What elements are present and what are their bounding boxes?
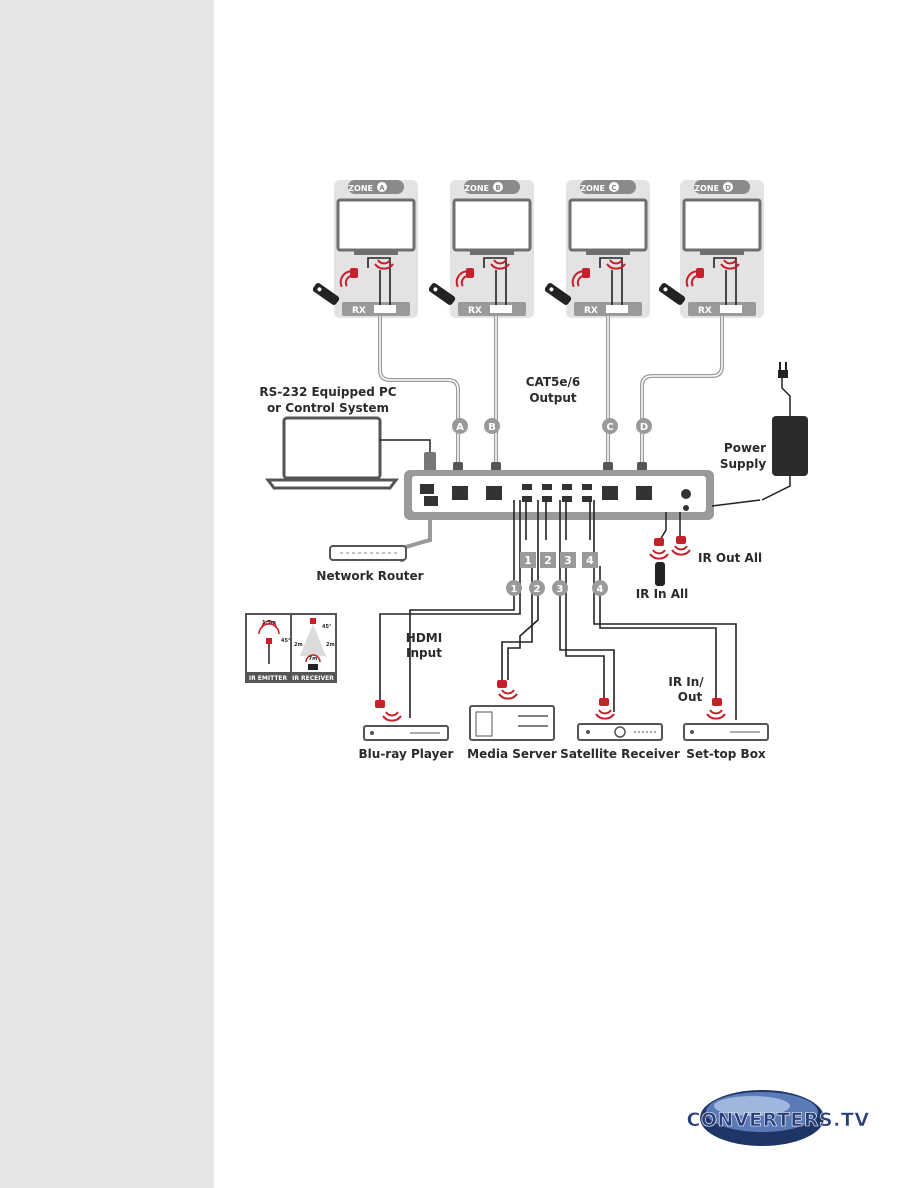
source-ir-emitters: [375, 680, 726, 722]
hdmi-input-blocks: [520, 552, 598, 568]
zone-letter: D: [725, 184, 731, 192]
hdmi-port-number-3: 3: [564, 554, 572, 567]
cat-cables-inner: [379, 316, 723, 470]
ir-in-all-label: IR In All: [636, 587, 689, 601]
hdmi-port-number-4: 4: [586, 554, 594, 567]
converters-logo: CONVERTERS.TV: [686, 1090, 869, 1146]
zone-d: ZONE D RX: [658, 180, 764, 318]
media-server: [469, 705, 555, 741]
power-supply: [711, 362, 808, 507]
ir-out-all-label: IR Out All: [698, 551, 762, 565]
source-marker-4: 4: [592, 580, 608, 596]
source-label-settop: Set-top Box: [686, 747, 766, 761]
zone-b: ZONE B RX: [428, 180, 534, 318]
bluray-player: [363, 725, 449, 741]
rs232-label-2: or Control System: [267, 401, 389, 415]
cable-marker-c: C: [602, 418, 618, 434]
cat-output-label-2: Output: [529, 391, 577, 405]
zone-letter: C: [611, 184, 616, 192]
zone-letter: B: [495, 184, 500, 192]
svg-text:1: 1: [511, 584, 518, 595]
legend-receiver-right: 2m: [326, 642, 335, 648]
network-router-label: Network Router: [316, 569, 423, 583]
page-sidebar: [0, 0, 214, 1188]
svg-text:B: B: [488, 422, 496, 433]
source-label-bluray: Blu-ray Player: [359, 747, 454, 761]
source-label-satellite: Satellite Receiver: [560, 747, 680, 761]
zone-c: ZONE C RX: [544, 180, 650, 318]
source-marker-3: 3: [552, 580, 568, 596]
tv-screen: [336, 198, 416, 252]
hdmi-input-label-2: Input: [406, 646, 442, 660]
source-marker-1: 1: [506, 580, 522, 596]
rx-label: RX: [352, 306, 366, 316]
cable-marker-a: A: [452, 418, 468, 434]
hdmi-input-label: HDMI: [406, 631, 442, 645]
rx-label: RX: [468, 306, 482, 316]
rx-label: RX: [584, 306, 598, 316]
legend-emitter-label: IR EMITTER: [249, 675, 288, 682]
hdmi-port-number-1: 1: [524, 554, 532, 567]
legend-emitter-angle: 45°: [281, 638, 291, 644]
logo-text: CONVERTERS.TV: [686, 1109, 869, 1131]
svg-text:4: 4: [597, 584, 604, 595]
zone-label: ZONE: [464, 184, 489, 193]
ir-legend: [245, 613, 337, 683]
zone-label: ZONE: [580, 184, 605, 193]
power-label: Power: [724, 441, 766, 455]
svg-text:D: D: [640, 422, 648, 433]
legend-receiver-label: IR RECEIVER: [292, 675, 334, 682]
power-label-2: Supply: [720, 457, 766, 471]
legend-receiver-angle: 45°: [322, 624, 332, 630]
tv-screen: [682, 198, 762, 252]
legend-receiver-left: 2m: [294, 642, 303, 648]
tv-screen: [568, 198, 648, 252]
hdmi-port-number-2: 2: [544, 554, 552, 567]
svg-text:A: A: [456, 422, 464, 433]
source-label-media-server: Media Server: [467, 747, 557, 761]
zone-label: ZONE: [348, 184, 373, 193]
svg-text:C: C: [606, 422, 613, 433]
cat-output-label: CAT5e/6: [526, 375, 581, 389]
ir-inout-label-2: Out: [678, 690, 703, 704]
ir-inout-label: IR In/: [668, 675, 704, 689]
settop-box: [683, 723, 769, 741]
satellite-receiver: [577, 723, 663, 741]
ir-all-devices: [649, 512, 691, 586]
zone-letter: A: [379, 184, 385, 192]
rx-label: RX: [698, 306, 712, 316]
rs232-label: RS-232 Equipped PC: [259, 385, 396, 399]
legend-receiver-front: 7m: [309, 656, 318, 662]
svg-text:3: 3: [557, 584, 564, 595]
cable-marker-b: B: [484, 418, 500, 434]
svg-text:2: 2: [534, 584, 541, 595]
legend-emitter-distance: 1.5m: [262, 620, 276, 626]
zone-label: ZONE: [694, 184, 719, 193]
cable-marker-d: D: [636, 418, 652, 434]
matrix-unit: [404, 470, 714, 520]
laptop: [265, 416, 436, 490]
tv-screen: [452, 198, 532, 252]
network-router: [329, 520, 432, 562]
zone-a: ZONE A RX: [312, 180, 418, 318]
source-marker-2: 2: [529, 580, 545, 596]
